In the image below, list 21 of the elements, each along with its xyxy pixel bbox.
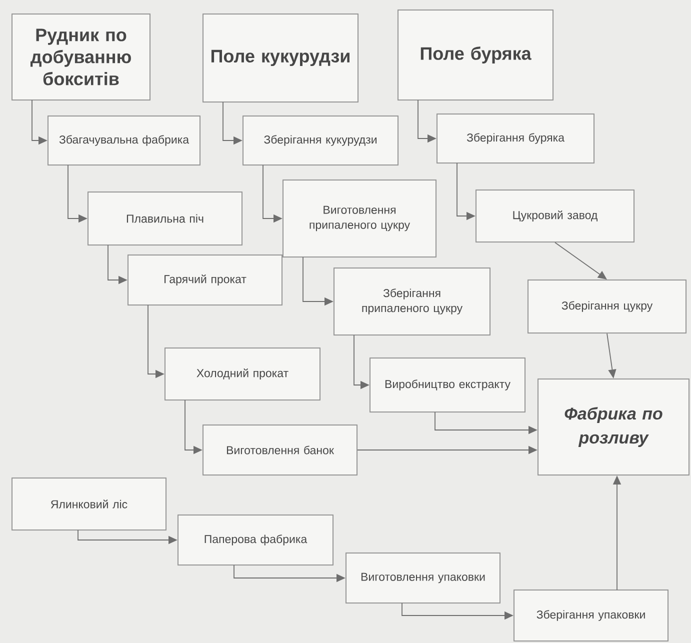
process-box: Зберігання цукру [528, 280, 686, 334]
source-box: Рудник по добуванню бокситів [12, 14, 150, 100]
process-box: Зберігання упаковки [514, 590, 668, 642]
process-box: Гарячий прокат [128, 254, 282, 306]
source-box: Поле буряка [398, 10, 554, 100]
process-box: Виготовлення банок [202, 424, 358, 476]
process-box: Збагачувальна фабрика [48, 116, 200, 166]
process-box: Зберігання припаленого цукру [334, 268, 490, 336]
destination-box: Фабрика по розливу [538, 378, 690, 476]
process-box: Холодний прокат [164, 348, 320, 400]
process-box: Виробництво екстракту [370, 358, 526, 412]
process-box: Плавильна піч [88, 192, 242, 246]
source-box: Поле кукурудзи [202, 14, 358, 102]
arrow [554, 242, 607, 280]
process-box: Виготовлення припаленого цукру [282, 180, 436, 258]
process-box: Ялинковий ліс [12, 478, 166, 530]
process-box: Зберігання кукурудзи [242, 116, 398, 166]
process-box: Паперова фабрика [178, 514, 334, 566]
process-box: Цукровий завод [476, 190, 634, 242]
process-box: Виготовлення упаковки [346, 552, 500, 604]
process-box: Зберігання буряка [436, 114, 594, 164]
